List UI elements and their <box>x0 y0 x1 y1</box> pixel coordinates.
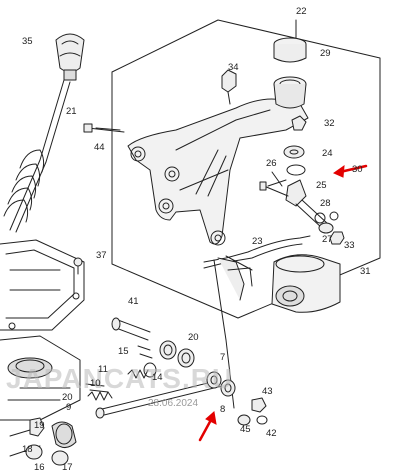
callout-29: 29 <box>320 48 331 59</box>
callout-16: 16 <box>34 462 45 473</box>
joint-25 <box>285 179 307 207</box>
shift-bracket <box>127 98 309 246</box>
assembly-box-outline <box>111 19 381 319</box>
nut-32 <box>291 115 307 131</box>
callout-26: 26 <box>266 158 277 169</box>
part-45 <box>237 414 251 426</box>
callout-11: 11 <box>98 364 108 375</box>
callout-19: 19 <box>34 420 45 431</box>
shaft-41 <box>111 317 151 341</box>
rod-7 <box>95 379 223 419</box>
arrow-to-19-head <box>205 411 217 425</box>
bolt-26b <box>259 181 289 197</box>
callout-17: 17 <box>62 462 73 473</box>
callout-41: 41 <box>128 296 139 307</box>
washer-14 <box>143 362 157 378</box>
callout-45: 45 <box>240 424 251 435</box>
callout-22: 22 <box>296 6 307 17</box>
link-27 <box>295 199 334 234</box>
callout-7: 7 <box>220 352 225 363</box>
callout-44: 44 <box>94 142 105 153</box>
callout-30: 30 <box>352 164 363 175</box>
nut-18 <box>29 417 45 437</box>
callout-25: 25 <box>316 180 327 191</box>
nut-33 <box>329 231 345 245</box>
arrow-to-30 <box>338 164 368 174</box>
callout-37: 37 <box>96 250 107 261</box>
callout-layer: 22 29 35 34 21 44 32 24 30 26 25 27 28 33 23 37 31 41 15 14… <box>22 6 371 473</box>
nut-17 <box>51 450 69 466</box>
bolt-44 <box>83 123 125 133</box>
callout-32: 32 <box>324 118 335 129</box>
ring-30 <box>286 164 306 176</box>
bolt-37 <box>73 257 83 275</box>
callout-27: 27 <box>322 234 333 245</box>
clip-10 <box>85 383 109 393</box>
callout-35: 35 <box>22 36 33 47</box>
bracket-31 <box>271 254 341 313</box>
callout-15: 15 <box>118 346 129 357</box>
spring-11 <box>127 369 149 379</box>
callout-43: 43 <box>262 386 273 397</box>
highlight-arrows <box>198 164 368 442</box>
callout-28: 28 <box>320 198 331 209</box>
shift-lever-21 <box>3 79 71 233</box>
callout-20: 20 <box>188 332 199 343</box>
callout-9: 9 <box>66 402 71 413</box>
arrow-to-19 <box>198 416 214 442</box>
washer-42 <box>256 415 268 425</box>
pin-15 <box>137 345 153 359</box>
collar-29 <box>273 37 307 109</box>
callout-10: 10 <box>90 378 101 389</box>
bushing-16 <box>25 444 43 460</box>
callout-23: 23 <box>252 236 263 247</box>
callout-21: 21 <box>66 106 77 117</box>
washer-19 <box>206 371 236 397</box>
shift-housing-left <box>0 239 85 457</box>
bolt-34 <box>221 69 237 105</box>
nut-43 <box>251 397 267 413</box>
callout-31: 31 <box>360 266 371 277</box>
bushing-20 <box>159 340 195 368</box>
pin-26 <box>267 171 287 187</box>
callout-14: 14 <box>152 372 163 383</box>
callout-18: 18 <box>22 444 33 455</box>
callout-33: 33 <box>344 240 355 251</box>
callout-42: 42 <box>266 428 277 439</box>
watermark-brand: JAPANCATS.RU <box>6 363 233 394</box>
spring-9 <box>87 391 113 401</box>
callout-24: 24 <box>322 148 333 159</box>
boot-8 <box>51 421 77 448</box>
callout-20: 20 <box>62 392 73 403</box>
watermark-date: 28.06.2024 <box>148 398 198 409</box>
cable-23 <box>203 235 311 409</box>
washer-24 <box>283 145 305 159</box>
callout-8: 8 <box>220 404 225 415</box>
arrow-to-30-head <box>332 164 345 178</box>
shift-knob-35 <box>55 33 85 81</box>
bushing-28 <box>314 211 339 224</box>
callout-34: 34 <box>228 62 239 73</box>
